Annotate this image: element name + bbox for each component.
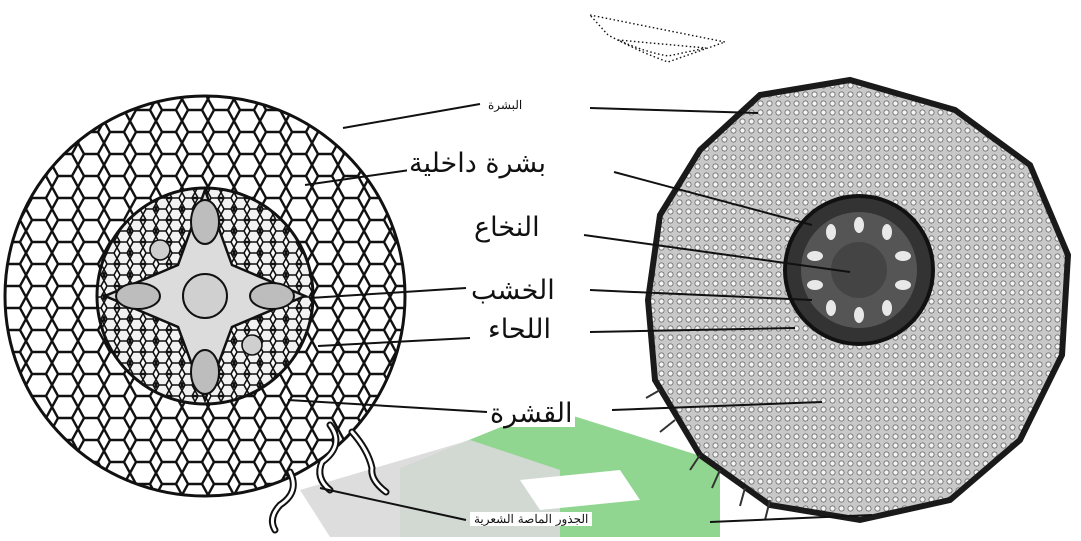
decorative-dotted-sketch (590, 15, 725, 62)
leader-epidermis-right (590, 108, 758, 113)
label-xylem: الخشب (469, 277, 557, 304)
left-root-section (5, 96, 405, 530)
label-epidermis: البشرة (484, 98, 526, 112)
label-pith: النخاع (472, 214, 542, 241)
right-root-section (646, 80, 1068, 520)
label-endodermis: بشرة داخلية (407, 150, 548, 177)
label-cortex: القشرة (488, 400, 575, 427)
leader-epidermis-left (343, 104, 480, 128)
label-phloem: اللحاء (486, 316, 553, 343)
label-root-hairs: الجذور الماصة الشعرية (470, 512, 592, 526)
